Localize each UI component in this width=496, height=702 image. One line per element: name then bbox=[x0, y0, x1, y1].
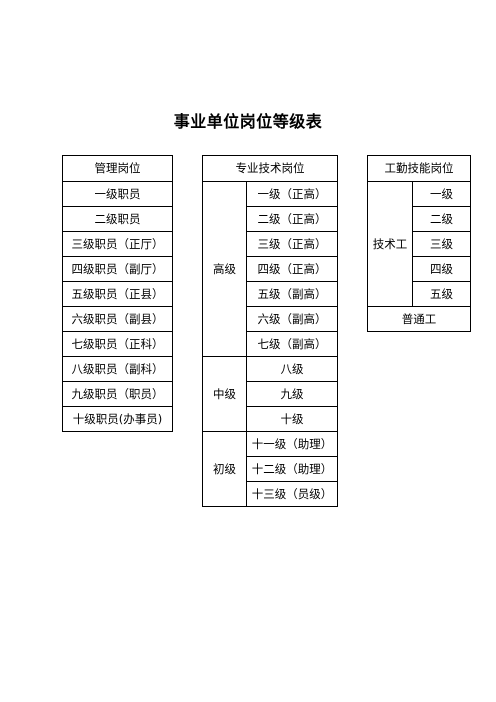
professional-row: 一级（正高） bbox=[246, 181, 338, 207]
management-row: 六级职员（副县） bbox=[62, 306, 173, 332]
management-row: 四级职员（副厅） bbox=[62, 256, 173, 282]
worker-level-row: 一级 bbox=[412, 181, 471, 207]
group-label-intermediate: 中级 bbox=[202, 356, 247, 432]
management-row: 一级职员 bbox=[62, 181, 173, 207]
worker-level-row: 五级 bbox=[412, 281, 471, 307]
professional-row: 十三级（员级） bbox=[246, 481, 338, 507]
worker-level-row: 二级 bbox=[412, 206, 471, 232]
management-row: 七级职员（正科） bbox=[62, 331, 173, 357]
worker-level-row: 三级 bbox=[412, 231, 471, 257]
professional-row: 五级（副高） bbox=[246, 281, 338, 307]
management-row: 十级职员(办事员) bbox=[62, 406, 173, 432]
group-label-junior: 初级 bbox=[202, 431, 247, 507]
professional-row: 九级 bbox=[246, 381, 338, 407]
worker-header: 工勤技能岗位 bbox=[367, 155, 471, 182]
professional-row: 三级（正高） bbox=[246, 231, 338, 257]
worker-level-row: 四级 bbox=[412, 256, 471, 282]
management-row: 三级职员（正厅） bbox=[62, 231, 173, 257]
professional-table: 专业技术岗位 高级 一级（正高） 二级（正高） 三级（正高） 四级（正高） 五级… bbox=[202, 155, 338, 507]
professional-row: 二级（正高） bbox=[246, 206, 338, 232]
management-row: 五级职员（正县） bbox=[62, 281, 173, 307]
professional-header: 专业技术岗位 bbox=[202, 155, 338, 182]
professional-row: 八级 bbox=[246, 356, 338, 382]
management-table: 管理岗位 一级职员 二级职员 三级职员（正厅） 四级职员（副厅） 五级职员（正县… bbox=[62, 155, 173, 432]
management-row: 二级职员 bbox=[62, 206, 173, 232]
management-header: 管理岗位 bbox=[62, 155, 173, 182]
skilled-worker-label: 技术工 bbox=[367, 181, 413, 307]
professional-row: 十一级（助理） bbox=[246, 431, 338, 457]
professional-row: 四级（正高） bbox=[246, 256, 338, 282]
management-row: 八级职员（副科） bbox=[62, 356, 173, 382]
professional-row: 十级 bbox=[246, 406, 338, 432]
professional-row: 十二级（助理） bbox=[246, 456, 338, 482]
professional-row: 六级（副高） bbox=[246, 306, 338, 332]
professional-row: 七级（副高） bbox=[246, 331, 338, 357]
page-title: 事业单位岗位等级表 bbox=[173, 112, 323, 131]
group-label-senior: 高级 bbox=[202, 181, 247, 357]
general-worker-row: 普通工 bbox=[367, 306, 471, 332]
worker-table: 工勤技能岗位 技术工 一级 二级 三级 四级 五级 普通工 bbox=[367, 155, 471, 332]
management-row: 九级职员（职员） bbox=[62, 381, 173, 407]
